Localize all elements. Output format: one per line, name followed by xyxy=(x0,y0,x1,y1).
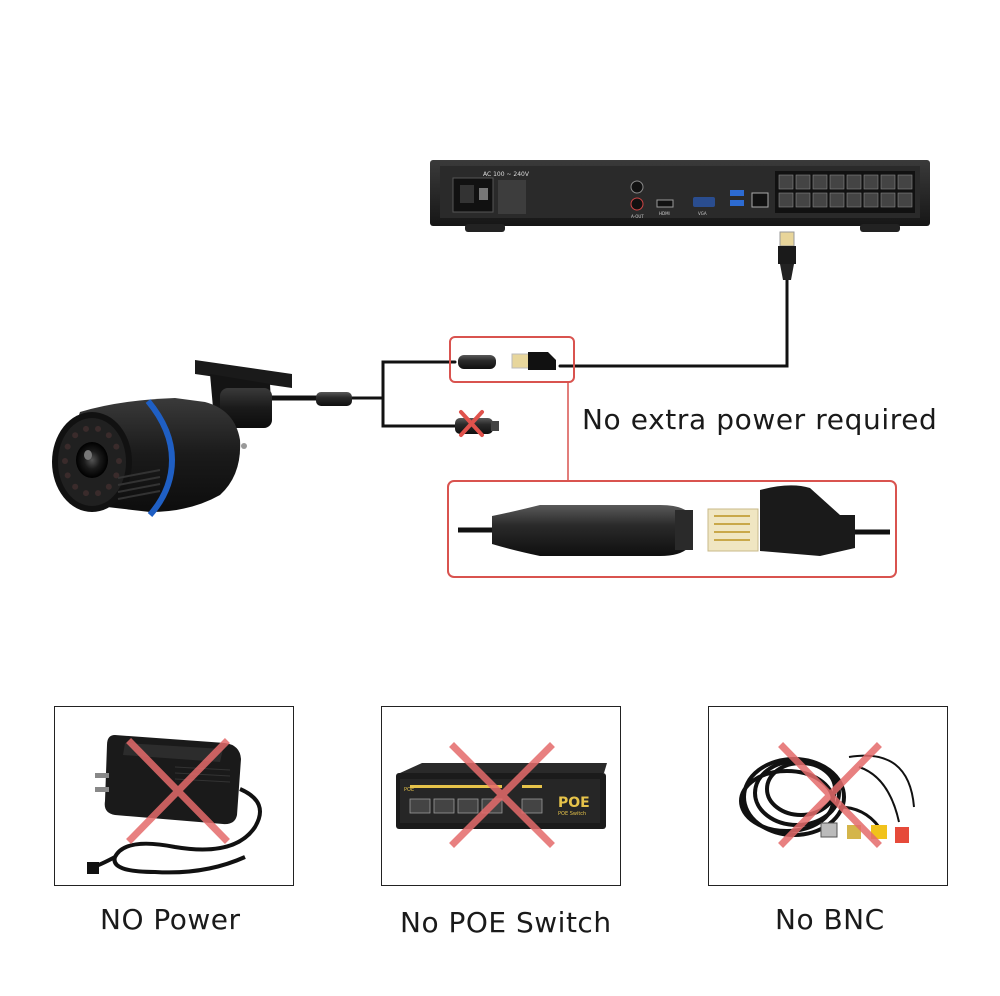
ir-led xyxy=(95,425,102,432)
camera-cable-splitter xyxy=(316,392,352,406)
power-cross-icon xyxy=(126,738,230,844)
ir-led xyxy=(116,458,122,464)
nvr-avout-label: A-OUT xyxy=(631,214,644,219)
poe-switch-illustration: POE POE POE Switch xyxy=(396,742,607,848)
nvr-poe-port xyxy=(778,192,794,208)
nvr-poe-port xyxy=(795,174,811,190)
caption-no-power: NO Power xyxy=(100,903,241,936)
panel-no-poe-switch: POE POE POE Switch xyxy=(381,706,621,886)
nvr-poe-port xyxy=(829,174,845,190)
ir-led xyxy=(72,432,79,439)
panel-no-bnc xyxy=(708,706,948,886)
bnc-cable-illustration xyxy=(739,742,915,848)
small-network-connector xyxy=(458,352,556,370)
nvr-poe-port xyxy=(863,192,879,208)
ir-led xyxy=(62,458,68,464)
nvr-poe-port xyxy=(897,192,913,208)
caption-no-bnc: No BNC xyxy=(775,903,885,936)
nvr-poe-port xyxy=(846,192,862,208)
ir-led xyxy=(113,472,120,479)
bnc-cross-icon xyxy=(778,742,882,848)
nvr-recorder: AC 100 ~ 240V A-OUT HDMI VGA xyxy=(430,160,930,232)
nvr-rj45-plug xyxy=(778,231,796,280)
nvr-poe-port xyxy=(863,174,879,190)
nvr-hdmi-label: HDMI xyxy=(659,211,670,216)
switch-brand: POE xyxy=(558,795,590,811)
nvr-poe-port xyxy=(897,174,913,190)
nvr-poe-port xyxy=(812,174,828,190)
nvr-poe-port xyxy=(795,192,811,208)
switch-cross-icon xyxy=(449,742,555,848)
cables xyxy=(269,276,789,428)
caption-no-poe-switch: No POE Switch xyxy=(400,906,612,939)
ir-led xyxy=(113,443,120,450)
ir-led xyxy=(105,483,112,490)
nvr-poe-port xyxy=(778,174,794,190)
connection-diagram: AC 100 ~ 240V A-OUT HDMI VGA xyxy=(52,160,937,578)
nvr-poe-port xyxy=(829,192,845,208)
nvr-poe-port xyxy=(846,174,862,190)
ir-led xyxy=(64,443,71,450)
ir-led xyxy=(82,425,89,432)
nvr-poe-port xyxy=(812,192,828,208)
ir-led xyxy=(95,490,102,497)
connector-highlight-box xyxy=(449,336,575,383)
ir-led xyxy=(105,432,112,439)
bullet-camera xyxy=(52,360,292,517)
nvr-vga-label: VGA xyxy=(698,211,707,216)
power-adapter-illustration xyxy=(87,735,262,875)
ir-led xyxy=(72,483,79,490)
nvr-power-label: AC 100 ~ 240V xyxy=(483,171,530,178)
panel-no-power xyxy=(54,706,294,886)
nvr-poe-port xyxy=(880,192,896,208)
ir-led xyxy=(82,490,89,497)
switch-port-label: POE xyxy=(404,787,414,793)
dc-power-cross-icon xyxy=(459,410,484,437)
callout-text: No extra power required xyxy=(582,403,937,436)
ir-led xyxy=(64,472,71,479)
nvr-poe-port xyxy=(880,174,896,190)
switch-subtitle: POE Switch xyxy=(558,811,586,817)
zoomed-connector xyxy=(458,485,890,556)
